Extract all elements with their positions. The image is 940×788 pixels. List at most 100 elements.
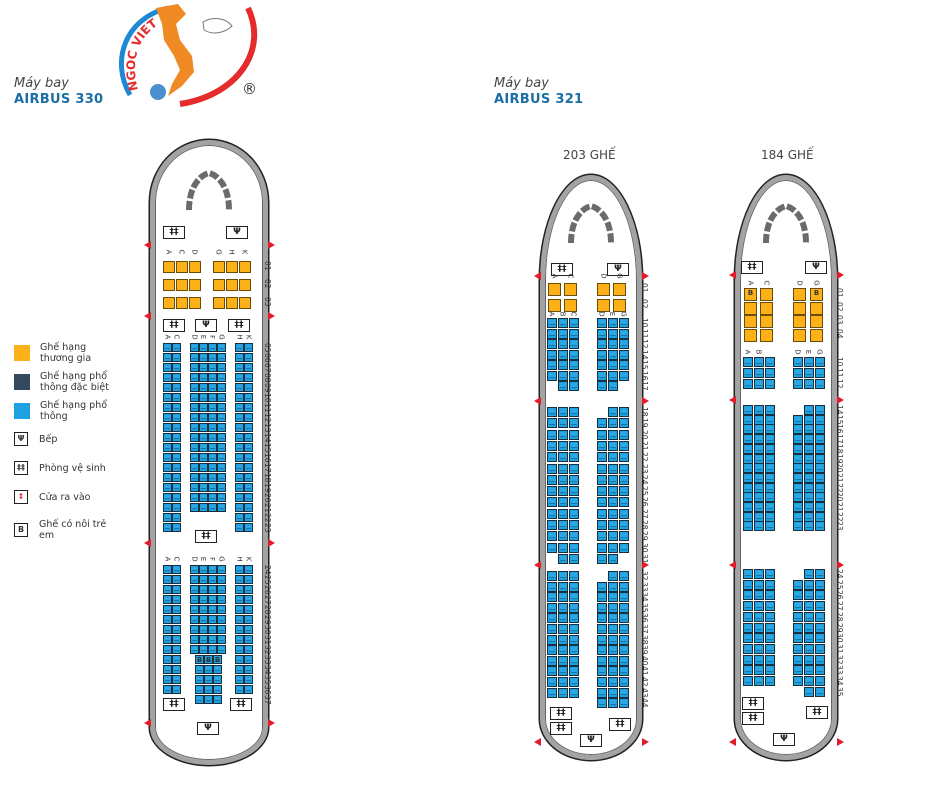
seat-29G[interactable] xyxy=(815,623,825,633)
seat-24D[interactable] xyxy=(597,475,607,485)
seat-09E[interactable] xyxy=(199,383,208,392)
seat-21A[interactable] xyxy=(547,441,557,451)
seat-08E[interactable] xyxy=(199,373,208,382)
seat-35C[interactable] xyxy=(172,675,181,684)
seat-29G[interactable] xyxy=(619,531,629,541)
seat-17D[interactable] xyxy=(190,463,199,472)
seat-36D[interactable] xyxy=(597,613,607,623)
seat-29A[interactable] xyxy=(163,615,172,624)
seat-22D[interactable] xyxy=(597,452,607,462)
seat-26G[interactable] xyxy=(619,497,629,507)
seat-34H[interactable] xyxy=(235,665,244,674)
seat-35D[interactable] xyxy=(597,603,607,613)
seat-18K[interactable] xyxy=(244,473,253,482)
seat-09K[interactable] xyxy=(244,383,253,392)
seat-08F[interactable] xyxy=(208,373,217,382)
seat-14B[interactable] xyxy=(558,350,568,360)
seat-02A[interactable] xyxy=(548,299,561,312)
seat-24A[interactable] xyxy=(547,475,557,485)
seat-25H[interactable] xyxy=(235,575,244,584)
seat-21D[interactable] xyxy=(597,441,607,451)
seat-18D[interactable] xyxy=(190,473,199,482)
seat-10A[interactable] xyxy=(743,357,753,367)
seat-12E[interactable] xyxy=(608,339,618,349)
seat-39B[interactable] xyxy=(558,645,568,655)
seat-35G[interactable] xyxy=(815,687,825,697)
seat-02G[interactable] xyxy=(213,279,225,291)
seat-21K[interactable] xyxy=(244,503,253,512)
seat-35C[interactable] xyxy=(569,603,579,613)
seat-09H[interactable] xyxy=(235,383,244,392)
seat-05G[interactable] xyxy=(217,343,226,352)
seat-03D[interactable] xyxy=(189,297,201,309)
seat-40D[interactable] xyxy=(597,656,607,666)
seat-14E[interactable] xyxy=(199,433,208,442)
seat-31B[interactable] xyxy=(558,554,568,564)
seat-37D[interactable] xyxy=(195,695,204,704)
seat-23C[interactable] xyxy=(765,521,775,531)
seat-22A[interactable] xyxy=(163,513,172,522)
seat-14E[interactable] xyxy=(608,350,618,360)
seat-21A[interactable] xyxy=(743,473,753,483)
seat-18A[interactable] xyxy=(163,473,172,482)
seat-30C[interactable] xyxy=(172,625,181,634)
seat-43G[interactable] xyxy=(619,688,629,698)
seat-35A[interactable] xyxy=(547,603,557,613)
seat-28C[interactable] xyxy=(172,605,181,614)
seat-14G[interactable] xyxy=(815,405,825,415)
seat-15G[interactable] xyxy=(619,360,629,370)
seat-14H[interactable] xyxy=(235,433,244,442)
seat-20C[interactable] xyxy=(172,493,181,502)
seat-34B[interactable] xyxy=(754,676,764,686)
seat-14C[interactable] xyxy=(172,433,181,442)
seat-28C[interactable] xyxy=(765,612,775,622)
seat-01K[interactable] xyxy=(239,261,251,273)
seat-22B[interactable] xyxy=(558,452,568,462)
seat-20D[interactable] xyxy=(597,430,607,440)
seat-17G[interactable] xyxy=(815,434,825,444)
seat-32H[interactable] xyxy=(235,645,244,654)
seat-03G[interactable] xyxy=(213,297,225,309)
seat-32C[interactable] xyxy=(569,571,579,581)
seat-20C[interactable] xyxy=(569,430,579,440)
seat-26B[interactable] xyxy=(754,590,764,600)
seat-27K[interactable] xyxy=(244,595,253,604)
seat-37G[interactable] xyxy=(619,624,629,634)
seat-37C[interactable] xyxy=(569,624,579,634)
seat-17D[interactable] xyxy=(597,381,607,391)
seat-19D[interactable] xyxy=(597,418,607,428)
seat-25C[interactable] xyxy=(172,575,181,584)
seat-28A[interactable] xyxy=(743,612,753,622)
seat-33G[interactable] xyxy=(619,582,629,592)
seat-24B[interactable] xyxy=(558,475,568,485)
seat-32E[interactable] xyxy=(804,655,814,665)
seat-27C[interactable] xyxy=(765,601,775,611)
seat-37A[interactable] xyxy=(547,624,557,634)
seat-14F[interactable] xyxy=(208,433,217,442)
seat-28D[interactable] xyxy=(190,605,199,614)
seat-33F[interactable]: B xyxy=(204,655,213,664)
seat-32C[interactable] xyxy=(765,655,775,665)
seat-18D[interactable] xyxy=(793,444,803,454)
seat-11C[interactable] xyxy=(172,403,181,412)
seat-12E[interactable] xyxy=(199,413,208,422)
seat-19G[interactable] xyxy=(619,418,629,428)
seat-30C[interactable] xyxy=(569,543,579,553)
seat-01A[interactable] xyxy=(163,261,175,273)
seat-21E[interactable] xyxy=(608,441,618,451)
seat-37E[interactable] xyxy=(608,624,618,634)
seat-30B[interactable] xyxy=(754,633,764,643)
seat-20A[interactable] xyxy=(163,493,172,502)
seat-14A[interactable] xyxy=(547,350,557,360)
seat-23G[interactable] xyxy=(619,464,629,474)
seat-05C[interactable] xyxy=(172,343,181,352)
seat-31E[interactable] xyxy=(804,644,814,654)
seat-34D[interactable] xyxy=(195,665,204,674)
seat-26G[interactable] xyxy=(815,590,825,600)
seat-41C[interactable] xyxy=(569,666,579,676)
seat-01D[interactable] xyxy=(793,288,806,301)
seat-23G[interactable] xyxy=(815,521,825,531)
seat-14A[interactable] xyxy=(743,405,753,415)
seat-30D[interactable] xyxy=(597,543,607,553)
seat-17C[interactable] xyxy=(765,434,775,444)
